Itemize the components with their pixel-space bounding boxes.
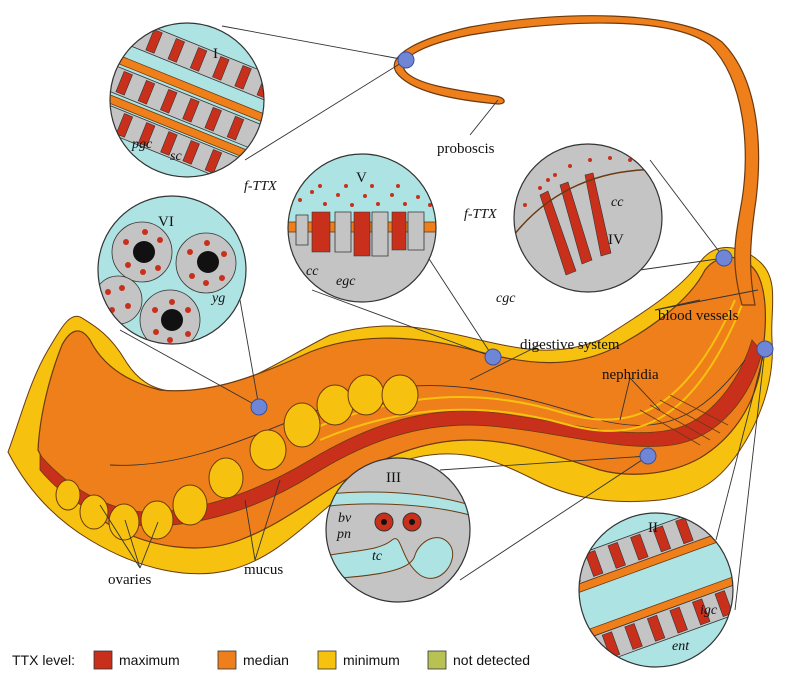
inset-II: II igc ent [578, 512, 734, 668]
legend-swatch-maximum [93, 650, 113, 670]
legend: TTX level: maximum median minimum not de… [12, 650, 530, 670]
inset-IV: IV f-TTX cc cgc [464, 143, 663, 306]
inset-VI: VI yg [97, 195, 247, 345]
label-mucus: mucus [244, 562, 283, 578]
inset-III-label-bv: bv [338, 511, 352, 526]
inset-III-label-tc: tc [372, 549, 383, 564]
legend-label-minimum: minimum [343, 652, 400, 668]
inset-V: V f-TTX cc egc [244, 153, 437, 303]
legend-label-median: median [243, 652, 289, 668]
leader-lines [99, 25, 766, 611]
inset-IV-label-fttx: f-TTX [464, 207, 497, 222]
inset-V-label-cc: cc [306, 264, 319, 279]
marker-VI [250, 398, 268, 416]
legend-swatch-not-detected [427, 650, 447, 670]
inset-IV-label-cc: cc [611, 195, 624, 210]
inset-I-label-sc: sc [170, 149, 182, 164]
marker-IV [715, 249, 733, 267]
inset-III-numeral: III [386, 470, 401, 486]
location-markers [250, 51, 774, 465]
legend-title: TTX level: [12, 652, 75, 668]
nephridia-ducts [639, 394, 729, 446]
label-digestive-system: digestive system [520, 337, 620, 353]
label-ovaries: ovaries [108, 572, 151, 588]
inset-I: I pgc sc [109, 22, 265, 178]
digestive-canal [109, 359, 746, 466]
inset-II-label-igc: igc [700, 603, 718, 618]
inset-V-numeral: V [356, 170, 367, 186]
inset-III: III bv pn tc [325, 457, 471, 603]
marker-V [484, 348, 502, 366]
inset-I-label-pgc: pgc [131, 137, 153, 152]
marker-III [639, 447, 657, 465]
gut-lobes [55, 374, 419, 541]
inset-I-numeral: I [213, 46, 218, 62]
label-blood-vessels: blood vessels [658, 308, 739, 324]
proboscis [393, 15, 760, 306]
inset-IV-label-cgc: cgc [496, 291, 516, 306]
inset-V-label-fttx: f-TTX [244, 179, 277, 194]
marker-I [397, 51, 415, 69]
legend-swatch-median [217, 650, 237, 670]
inset-V-label-egc: egc [336, 274, 356, 289]
label-nephridia: nephridia [602, 367, 659, 383]
inset-II-label-ent: ent [672, 639, 690, 654]
inset-II-numeral: II [648, 520, 658, 536]
inset-IV-numeral: IV [608, 232, 624, 248]
label-proboscis: proboscis [437, 141, 495, 157]
inset-VI-numeral: VI [158, 214, 174, 230]
legend-label-not-detected: not detected [453, 652, 530, 668]
legend-swatch-minimum [317, 650, 337, 670]
marker-II [756, 340, 774, 358]
inset-VI-label-yg: yg [210, 291, 225, 306]
inset-III-label-pn: pn [336, 527, 351, 542]
legend-label-maximum: maximum [119, 652, 180, 668]
